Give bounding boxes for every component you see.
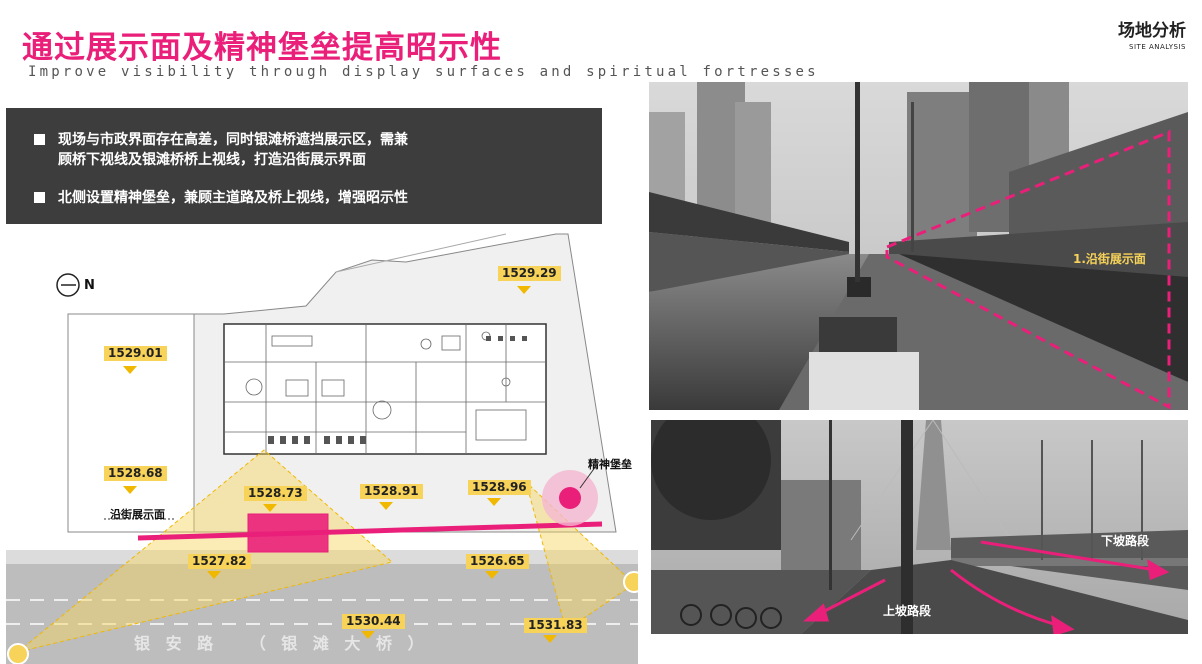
page-title: 通过展示面及精神堡垒提高昭示性	[22, 30, 502, 66]
elevation-marker-icon	[123, 366, 137, 374]
bridge-photo-illustration	[651, 420, 1188, 634]
elevation-tag: 1528.96	[468, 480, 531, 495]
elevation-tag: 1528.68	[104, 466, 167, 481]
elevation-marker-icon	[123, 486, 137, 494]
elevation-marker-icon	[207, 571, 221, 579]
street-photo: 1.沿街展示面	[649, 82, 1188, 410]
elevation-marker-icon	[379, 502, 393, 510]
bridge-photo: 下坡路段 上坡路段	[651, 420, 1188, 634]
elevation-marker-icon	[543, 635, 557, 643]
section-title-en: SITE ANALYSIS	[1129, 43, 1186, 51]
bullet-1: 现场与市政界面存在高差，同时银滩桥遮挡展示区，需兼 顾桥下视线及银滩桥桥上视线，…	[34, 130, 408, 170]
elevation-tag: 1526.65	[466, 554, 529, 569]
elevation-marker-icon	[263, 504, 277, 512]
elevation-tag: 1530.44	[342, 614, 405, 629]
bullet-2: 北侧设置精神堡垒，兼顾主道路及桥上视线，增强昭示性	[34, 188, 408, 208]
section-label: 场地分析 SITE ANALYSIS	[1118, 16, 1186, 51]
bullet-box: 现场与市政界面存在高差，同时银滩桥遮挡展示区，需兼 顾桥下视线及银滩桥桥上视线，…	[6, 108, 602, 224]
street-display-label: 沿街展示面	[110, 508, 165, 521]
street-photo-illustration	[649, 82, 1188, 410]
elevation-tag: 1531.83	[524, 618, 587, 633]
elevation-tag: 1527.82	[188, 554, 251, 569]
bullet-2-line-1: 北侧设置精神堡垒，兼顾主道路及桥上视线，增强昭示性	[58, 190, 408, 206]
elevation-marker-icon	[487, 498, 501, 506]
site-plan-drawing	[6, 233, 638, 664]
elevation-tag: 1528.91	[360, 484, 423, 499]
downhill-label: 下坡路段	[1101, 534, 1150, 548]
page-subtitle: Improve visibility through display surfa…	[28, 64, 819, 80]
street-display-photo-label: 1.沿街展示面	[1073, 252, 1146, 266]
elevation-marker-icon	[361, 631, 375, 639]
elevation-marker-icon	[485, 571, 499, 579]
bullet-square-icon	[34, 192, 45, 203]
bullet-square-icon	[34, 134, 45, 145]
spirit-fortress-label: 精神堡垒	[588, 458, 632, 471]
road-label: 银 安 路 （ 银 滩 大 桥 ）	[134, 634, 429, 653]
uphill-label: 上坡路段	[883, 604, 932, 618]
elevation-tag: 1529.29	[498, 266, 561, 281]
elevation-tag: 1528.73	[244, 486, 307, 501]
bullet-1-line-1: 现场与市政界面存在高差，同时银滩桥遮挡展示区，需兼	[58, 132, 408, 148]
bullet-1-line-2: 顾桥下视线及银滩桥桥上视线，打造沿街展示界面	[58, 152, 366, 168]
elevation-marker-icon	[517, 286, 531, 294]
elevation-tag: 1529.01	[104, 346, 167, 361]
section-title-cn: 场地分析	[1118, 21, 1186, 41]
north-label: N	[84, 278, 95, 293]
site-plan: N 精神堡垒 沿街展示面 银 安 路 （ 银 滩 大 桥 ） 1529.29 1…	[6, 232, 638, 664]
